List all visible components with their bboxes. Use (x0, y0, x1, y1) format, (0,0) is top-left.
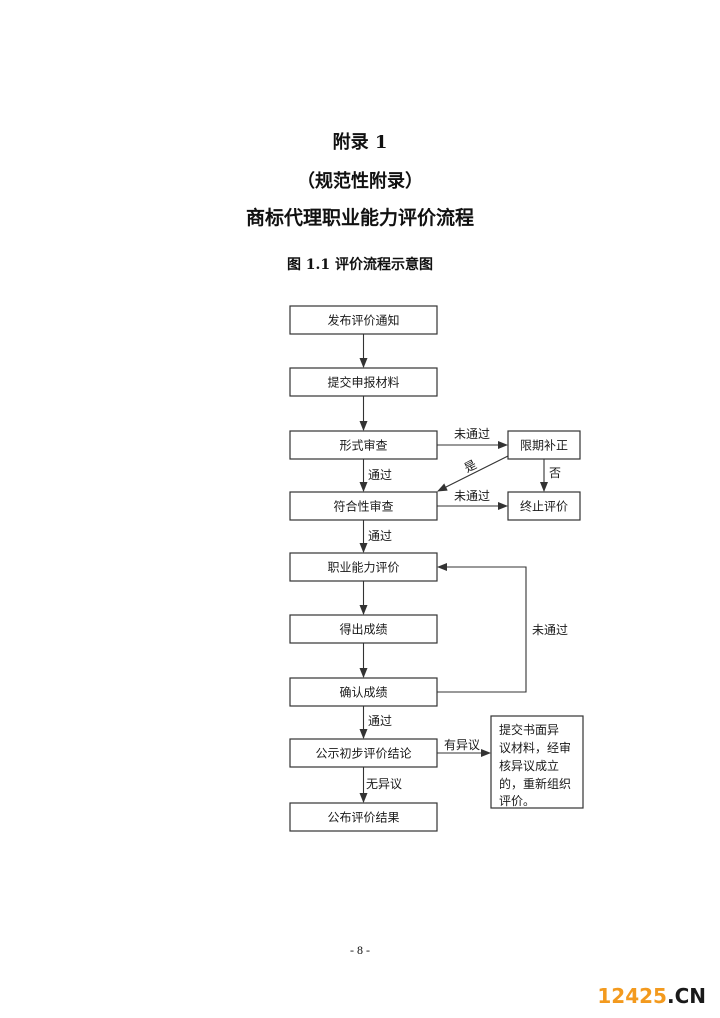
objection-note-line: 核异议成立 (499, 758, 559, 773)
label-confirm-fail: 未通过 (532, 623, 568, 637)
box-formal-review-label: 形式审查 (339, 438, 387, 453)
box-submit-label: 提交申报材料 (327, 375, 399, 390)
objection-note-line: 评价。 (499, 794, 535, 808)
box-objection-note (490, 715, 584, 809)
box-confirm-score-label: 确认成绩 (339, 686, 387, 700)
box-confirm-score (289, 677, 438, 707)
watermark-suffix: .CN (666, 984, 706, 1008)
label-supplement-no: 否 (549, 466, 561, 480)
box-publicize (289, 738, 438, 768)
box-compliance-review-label: 符合性审查 (333, 499, 393, 514)
box-notice-label: 发布评价通知 (327, 313, 399, 328)
label-compliance-fail: 未通过 (454, 489, 490, 503)
box-notice (289, 305, 438, 335)
watermark-digits: 12425 (597, 984, 667, 1008)
objection-note-line: 提交书面异 (499, 722, 559, 737)
arrow-supplement-compliance (437, 455, 509, 492)
label-confirm-pass: 通过 (368, 714, 392, 728)
box-score (289, 614, 438, 644)
arrow-confirm-loop-ability (437, 563, 527, 693)
appendix-label: 附录 1 (332, 132, 388, 153)
box-ability-evaluation (289, 552, 438, 582)
box-terminate-label: 终止评价 (520, 499, 568, 514)
label-supplement-yes: 是 (462, 457, 479, 475)
watermark-logo: 12425.CN (597, 984, 706, 1008)
box-supplement (507, 430, 581, 460)
box-submit (289, 367, 438, 397)
figure-caption: 图 1.1 评价流程示意图 (286, 257, 434, 273)
label-formal-fail: 未通过 (454, 427, 490, 441)
box-terminate (507, 491, 581, 521)
label-formal-pass: 通过 (368, 468, 392, 482)
appendix-type: （规范性附录） (297, 171, 423, 192)
objection-note-line: 议材料，经审 (499, 740, 571, 755)
box-publicize-label: 公示初步评价结论 (315, 747, 411, 761)
box-publish (289, 802, 438, 832)
box-formal-review (289, 430, 438, 460)
objection-note-line: 的，重新组织 (499, 776, 571, 791)
label-compliance-pass: 通过 (368, 529, 392, 543)
box-publish-label: 公布评价结果 (327, 811, 399, 825)
box-score-label: 得出成绩 (339, 622, 387, 637)
label-no-objection: 无异议 (366, 777, 402, 791)
page-number: - 8 - (350, 943, 370, 957)
label-has-objection: 有异议 (444, 738, 480, 752)
document-title: 商标代理职业能力评价流程 (245, 207, 474, 229)
box-ability-evaluation-label: 职业能力评价 (327, 561, 399, 575)
box-supplement-label: 限期补正 (520, 439, 568, 453)
